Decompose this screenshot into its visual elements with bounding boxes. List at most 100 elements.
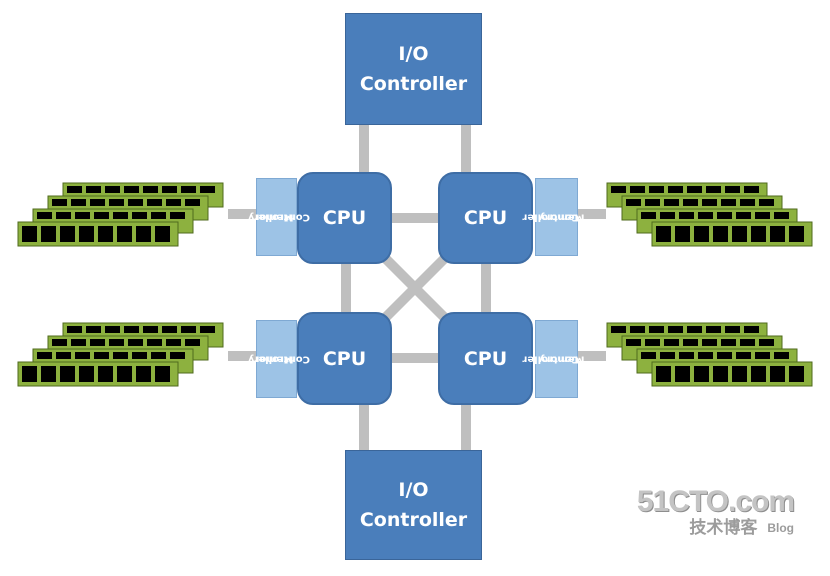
io-controller-bottom-line1: I/O [398,479,429,501]
ram-chip [147,199,162,206]
ram-chip [744,326,759,333]
ram-chip [75,212,90,219]
ram-chip [37,212,52,219]
cpu-bottom-left-label: CPU [322,347,367,370]
io-controller-bottom-line2: Controller [359,509,468,531]
ram-chip [668,326,683,333]
ram-chip [117,226,132,242]
ram-chip [687,186,702,193]
ram-chip [132,352,147,359]
ram-chip [721,199,736,206]
ram-chip [649,186,664,193]
ram-chip [136,226,151,242]
ram-chip [789,366,804,382]
ram-chip [128,199,143,206]
ram-stack-top-left [17,182,224,247]
memory-controller-bottom-right-line2: Controller [522,353,580,365]
ram-chip [147,339,162,346]
ram-chip [143,186,158,193]
cpu-bottom-right: CPU [438,312,533,405]
ram-chip [679,212,694,219]
ram-chip [151,352,166,359]
ram-chip [60,366,75,382]
ram-chip [132,212,147,219]
ram-chip [664,199,679,206]
ram-chip [136,366,151,382]
ram-chip [725,326,740,333]
ram-chip [675,226,690,242]
ram-chip [789,226,804,242]
memory-controller-top-left-line2: Controller [253,211,311,223]
ram-chip [744,186,759,193]
ram-chip [52,339,67,346]
cpu-top-left-label: CPU [322,207,367,229]
ram-chip [694,226,709,242]
ram-chip [170,352,185,359]
ram-chip [641,352,656,359]
ram-chip [755,212,770,219]
watermark-blog: Blog [767,521,794,535]
io-controller-top: I/O Controller [345,13,482,125]
ram-chip [67,186,82,193]
ram-chip [630,186,645,193]
ram-chip [694,366,709,382]
ram-chip [113,352,128,359]
ram-chip [185,339,200,346]
ram-stack-top-right [606,182,813,247]
ram-chip [713,226,728,242]
memory-controller-bottom-left: Memory Controller [248,320,310,398]
ram-chip [732,366,747,382]
ram-chip [90,339,105,346]
cpu-top-right: CPU [438,172,533,264]
ram-chip [641,212,656,219]
ram-chip [626,339,641,346]
ram-chip [702,199,717,206]
memory-controller-top-right: Memory Controller [523,178,585,256]
ram-chip [732,226,747,242]
ram-chip [736,212,751,219]
ram-chip [725,186,740,193]
ram-chip [128,339,143,346]
ram-chip [22,366,37,382]
ram-chip [90,199,105,206]
ram-chip [56,352,71,359]
ram-chip [56,212,71,219]
io-controller-top-line2: Controller [359,73,468,95]
ram-chip [105,186,120,193]
ram-chip [200,186,215,193]
ram-chip [675,366,690,382]
link-cpu-cross-b [381,254,449,322]
ram-chip [109,339,124,346]
ram-chip [683,199,698,206]
ram-chip [98,226,113,242]
ram-chip [706,186,721,193]
ram-chip [109,199,124,206]
cpu-bottom-right-label: CPU [463,347,508,370]
ram-chip [79,366,94,382]
ram-chip [656,366,671,382]
ram-chip [664,339,679,346]
cpu-top-right-label: CPU [463,207,508,229]
ram-chip [185,199,200,206]
ram-chip [105,326,120,333]
memory-controller-top-right-line2: Controller [522,211,580,223]
ram-chip [162,186,177,193]
ram-chip [740,339,755,346]
ram-chip [86,186,101,193]
ram-chip [79,226,94,242]
ram-chip [774,212,789,219]
watermark-sub-text: 技术博客 [689,518,758,537]
ram-chip [706,326,721,333]
ram-chip [22,226,37,242]
ram-chip [687,326,702,333]
ram-chip [755,352,770,359]
io-controller-bottom: I/O Controller [345,450,482,560]
ram-chip [645,199,660,206]
ram-chip [751,226,766,242]
memory-controller-bottom-right: Memory Controller [523,320,585,398]
ram-chip [679,352,694,359]
ram-chip [52,199,67,206]
ram-chip [611,186,626,193]
ram-stack-bottom-right [606,322,813,387]
